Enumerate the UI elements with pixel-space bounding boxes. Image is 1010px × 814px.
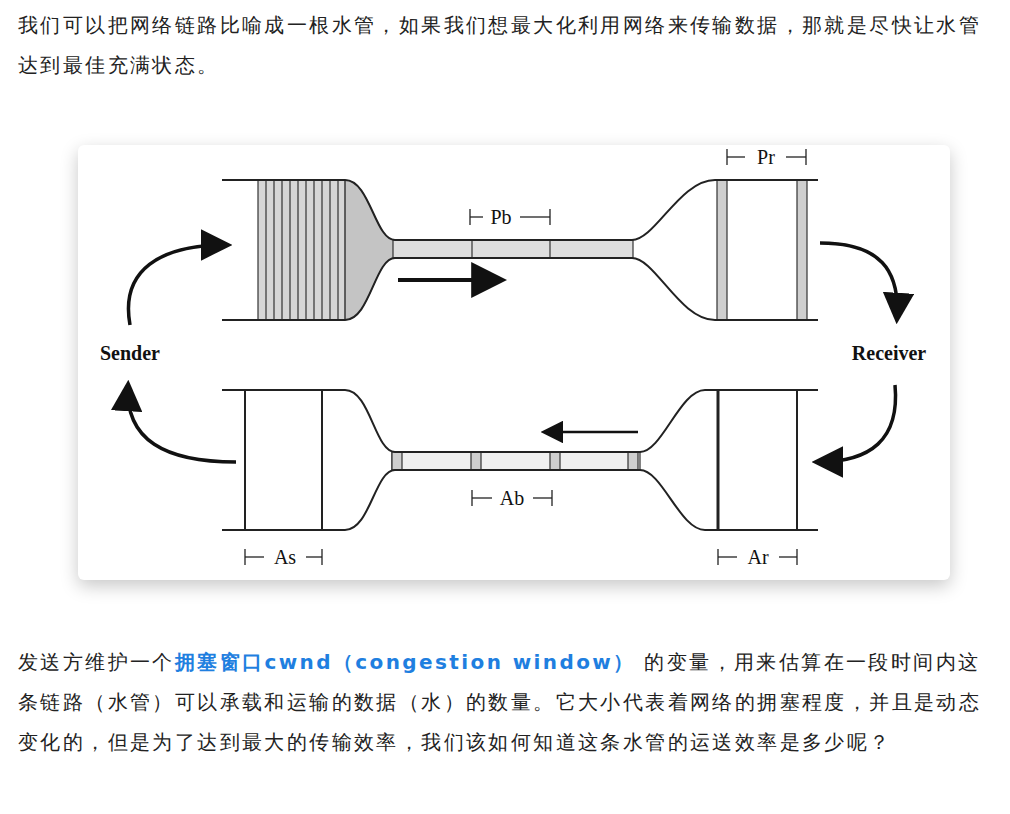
dimension-label: Pb	[490, 206, 511, 229]
dimension-label: Ar	[747, 546, 768, 569]
paragraph: 发送方维护一个拥塞窗口cwnd（congestion window） 的变量，用…	[18, 642, 998, 762]
figure-card	[78, 145, 950, 580]
paragraph: 我们可以把网络链路比喻成一根水管，如果我们想最大化利用网络来传输数据，那就是尽快…	[18, 5, 998, 85]
dimension-label: As	[274, 546, 296, 569]
dimension-label: Pr	[757, 146, 775, 169]
dimension-label: Ab	[500, 487, 524, 510]
highlight-term: 拥塞窗口cwnd（congestion window）	[175, 650, 636, 674]
paragraph-text: 我们可以把网络链路比喻成一根水管，如果我们想最大化利用网络来传输数据，那就是尽快…	[18, 13, 981, 77]
endpoint-label: Receiver	[852, 342, 926, 365]
endpoint-label: Sender	[100, 342, 160, 365]
paragraph-text: 发送方维护一个	[18, 650, 175, 674]
